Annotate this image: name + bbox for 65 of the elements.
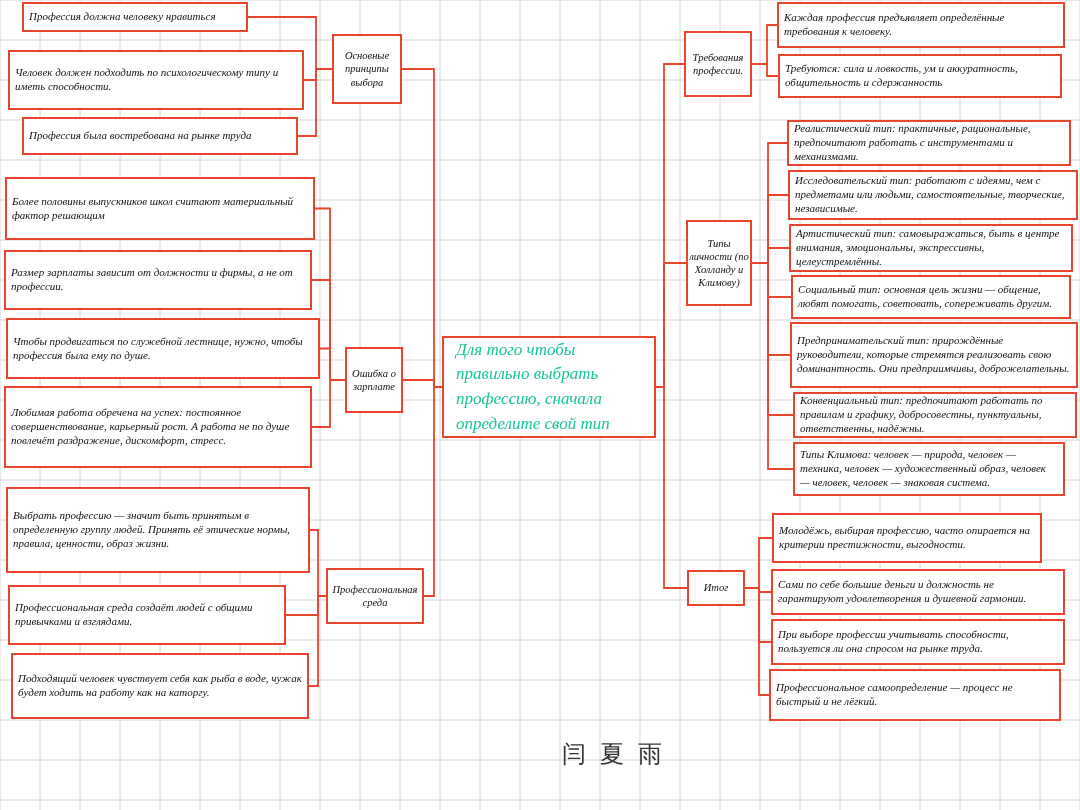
- branch-topic-box: [326, 568, 424, 624]
- note-box: [769, 669, 1061, 721]
- note-text: Профессия должна человеку нравиться: [29, 10, 217, 24]
- note-text: Профессиональная среда создаёт людей с общими привычками и взглядами.: [15, 601, 254, 629]
- note-text: Реалистический тип: практичные, рациональные, предпочитают работать с инструментами и механизмами.: [794, 122, 1032, 164]
- note-box: [790, 322, 1078, 388]
- note-box: [8, 585, 286, 645]
- note-text: При выборе профессии учитывать способности, пользуется ли она спросом на рынке труда.: [778, 628, 1010, 656]
- note-text: Артистический тип: самовыражаться, быть в центре внимания, эмоциональны, экспрессивны, целеустремлённы.: [796, 227, 1061, 269]
- branch-topic-box: [687, 570, 745, 606]
- note-box: [8, 50, 304, 110]
- note-text: Каждая профессия предъявляет определённые требования к человеку.: [784, 11, 1006, 39]
- note-box: [778, 54, 1062, 98]
- note-text: Требуются: сила и ловкость, ум и аккуратность, общительность и сдержанность: [785, 62, 1019, 90]
- note-text: Более половины выпускников школ считают материальный фактор решающим: [12, 194, 295, 223]
- branch-topic-box: [684, 31, 752, 97]
- note-box: [772, 513, 1042, 563]
- connector-line: [751, 262, 794, 470]
- branch-topic-box: [332, 34, 402, 104]
- note-box: [791, 275, 1071, 319]
- note-text: Конвенциальный тип: предпочитают работать по правилам и графику, добросовестны, пунктуальны, ответственны, надёжны.: [800, 394, 1044, 436]
- central-topic-box: [442, 336, 656, 438]
- note-text: Профессия была востребована на рынке труда: [29, 129, 253, 143]
- note-box: [771, 569, 1065, 615]
- note-box: [787, 120, 1071, 166]
- note-box: [4, 386, 312, 468]
- topic-text: Типы личности (по Холланду и Климову): [689, 236, 749, 290]
- topic-text: Итог: [703, 581, 729, 595]
- note-box: [6, 487, 310, 573]
- note-text: Типы Климова: человек — природа, человек — техника, человек — художественный образ, человек — человек, человек — знаковая система.: [800, 448, 1047, 490]
- topic-text: Требования профессии.: [691, 50, 745, 78]
- note-text: Сами по себе большие деньги и должность не гарантируют удовлетворения и душевной гармонии.: [778, 578, 1028, 606]
- connector-line: [311, 379, 346, 428]
- topic-text: Ошибка о зарплате: [351, 366, 397, 394]
- note-box: [788, 170, 1078, 220]
- branch-topic-box: [686, 220, 752, 306]
- note-box: [793, 392, 1077, 438]
- note-text: Профессиональное самоопределение — процесс не быстрый и не лёгкий.: [776, 681, 1014, 709]
- note-text: Предпринимательский тип: прирождённые руководители, которые стремятся реализовать свою доминантность. Они предприимчивы, доброжелательны.: [797, 334, 1071, 376]
- note-box: [22, 2, 248, 32]
- connector-line: [751, 63, 779, 77]
- topic-text: Основные принципы выбора: [343, 49, 391, 89]
- branch-topic-box: [345, 347, 403, 413]
- note-text: Молодёжь, выбирая профессию, часто опирается на критерии престижности, выгодности.: [779, 524, 1032, 552]
- note-box: [22, 117, 298, 155]
- note-text: Социальный тип: основная цель жизни — общение, любят помогать, советовать, сопереживать другим.: [798, 283, 1054, 311]
- connector-line: [297, 68, 333, 137]
- note-text: Размер зарплаты зависит от должности и фирмы, а не от профессии.: [11, 266, 294, 294]
- signature-text: 闫夏雨: [562, 739, 676, 770]
- note-text: Подходящий человек чувствует себя как рыба в воде, чужак будет ходить на работу как на каторгу.: [18, 672, 302, 700]
- note-text: Чтобы продвигаться по служебной лестнице, нужно, чтобы профессия была ему по душе.: [13, 334, 304, 363]
- note-text: Любимая работа обречена на успех: постоянное совершенствование, карьерный рост. А работа не по душе повлечёт раздражение, дискомфорт, стресс.: [11, 406, 291, 448]
- note-box: [4, 250, 312, 310]
- topic-text: Для того чтобы правильно выбрать профессию, сначала определите свой тип: [456, 338, 611, 435]
- note-box: [793, 442, 1065, 496]
- topic-text: Профессиональная среда: [331, 582, 419, 610]
- note-text: Человек должен подходить по психологическому типу и иметь способности.: [15, 66, 280, 94]
- note-box: [11, 653, 309, 719]
- note-text: Исследовательский тип: работают с идеями, чем с предметами или людьми, самостоятельные, творческие, независимые.: [795, 174, 1066, 216]
- note-box: [6, 318, 320, 379]
- note-box: [789, 224, 1073, 272]
- note-box: [777, 2, 1065, 48]
- note-text: Выбрать профессию — значит быть принятым в определенную группу людей. Принять её этические нормы, правила, ценности, образ жизни.: [13, 509, 292, 551]
- note-box: [5, 177, 315, 240]
- note-box: [771, 619, 1065, 665]
